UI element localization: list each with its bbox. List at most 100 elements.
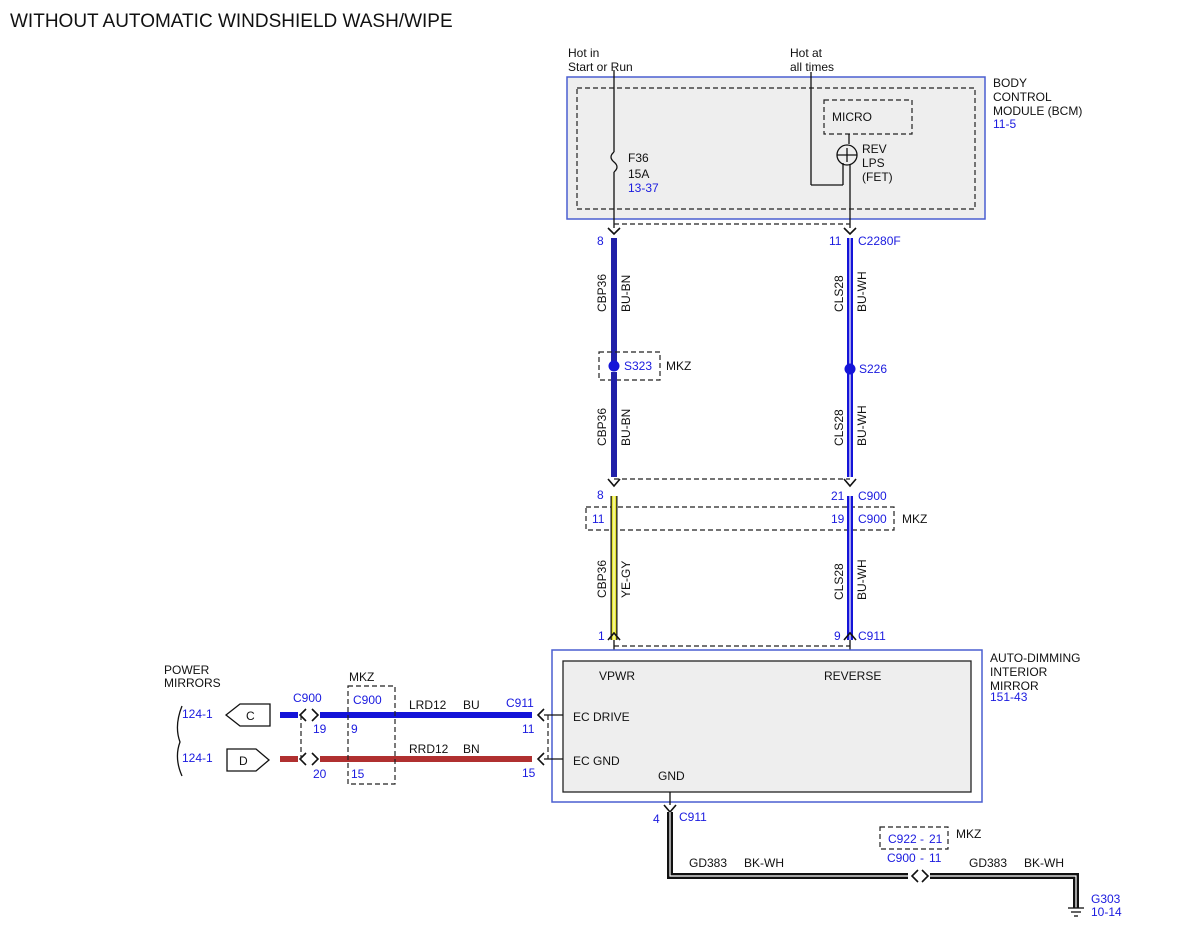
cls28-circuit-3: CLS28 (832, 563, 846, 600)
pm-mkz-pin-top: 9 (351, 722, 358, 736)
left-c911-pin: 1 (598, 629, 605, 643)
hot-always-label-1: Hot at (790, 46, 823, 60)
c900-inline-label: C900 (887, 851, 916, 865)
hot-always-label-2: all times (790, 60, 834, 74)
cbp36-circuit-1: CBP36 (595, 274, 609, 312)
fet-label-2: LPS (862, 156, 885, 170)
right-c900-label: C900 (858, 489, 887, 503)
s323-splice (608, 360, 620, 372)
cls28-color-1: BU-WH (855, 271, 869, 312)
cls28-circuit-1: CLS28 (832, 275, 846, 312)
c900-mkz-box (585, 506, 895, 531)
s323-label: S323 (624, 359, 652, 373)
pm-mkz-label: MKZ (349, 670, 374, 684)
fet-label-3: (FET) (862, 170, 893, 184)
right-c900-mkz-label: C900 (858, 512, 887, 526)
fuse-id: F36 (628, 151, 649, 165)
left-c900-pin: 8 (597, 488, 604, 502)
c922-option: MKZ (956, 827, 981, 841)
pm-c911-label: C911 (506, 696, 534, 710)
gd383-circuit-right: GD383 (969, 856, 1007, 870)
hot-run-label-2: Start or Run (568, 60, 633, 74)
lrd12-circuit: LRD12 (409, 698, 447, 712)
pin-vpwr: VPWR (599, 669, 635, 683)
power-mirrors-label-2: MIRRORS (164, 676, 221, 690)
c900-inline-sep: - (920, 851, 924, 865)
power-mirrors-ref-d: 124-1 (182, 751, 213, 765)
cls28-color-2: BU-WH (855, 405, 869, 446)
power-mirrors-label-1: POWER (164, 663, 210, 677)
fuse-ref: 13-37 (628, 181, 659, 195)
s226-label: S226 (859, 362, 887, 376)
mirror-label-1: AUTO-DIMMING (990, 651, 1080, 665)
pm-mkz-pin-bottom: 15 (351, 767, 365, 781)
bcm-module (566, 76, 986, 220)
c900-mkz-option: MKZ (902, 512, 927, 526)
mirror-label-2: INTERIOR (990, 665, 1048, 679)
right-c911-pin: 9 (834, 629, 841, 643)
pin-ec-drive: EC DRIVE (573, 710, 630, 724)
cls28-color-3: BU-WH (855, 559, 869, 600)
pm-c900-label: C900 (293, 691, 322, 705)
cls28-circuit-2: CLS28 (832, 409, 846, 446)
left-top-pin: 8 (597, 234, 604, 248)
pin-gnd: GND (658, 769, 685, 783)
left-c900-mkz-pin: 11 (592, 512, 605, 526)
bcm-label-3: MODULE (BCM) (993, 104, 1082, 118)
power-mirrors-brace (176, 705, 183, 777)
gd383-color-right: BK-WH (1024, 856, 1064, 870)
rrd12-circuit: RRD12 (409, 742, 449, 756)
diagram-title: WITHOUT AUTOMATIC WINDSHIELD WASH/WIPE (10, 11, 453, 32)
cbp36-color-2: BU-BN (619, 409, 633, 446)
bcm-label-2: CONTROL (993, 90, 1052, 104)
c2280f-label: C2280F (858, 234, 901, 248)
c900-inline-pin: 11 (929, 851, 942, 865)
mirror-label-3: MIRROR (990, 679, 1039, 693)
micro-label: MICRO (832, 110, 872, 124)
pin-reverse: REVERSE (824, 669, 881, 683)
bcm-ref: 11-5 (993, 117, 1016, 131)
mirror-module-inner (562, 660, 972, 793)
fuse-rating: 15A (628, 167, 649, 181)
s323-option-box (598, 351, 661, 381)
micro-box (823, 99, 913, 135)
right-c900-pin: 21 (831, 489, 845, 503)
gd383-wire-right (930, 873, 1079, 908)
connector-d-label: D (239, 754, 248, 768)
gd383-color-left: BK-WH (744, 856, 784, 870)
cbp36-color-1: BU-BN (619, 275, 633, 312)
right-c900-mkz-pin: 19 (831, 512, 845, 526)
cbp36-circuit-3: CBP36 (595, 560, 609, 598)
c922-pin: 21 (929, 832, 943, 846)
power-mirrors-ref-c: 124-1 (182, 707, 213, 721)
left-top-connector-icon (607, 227, 621, 236)
pm-c911-pin-bottom: 15 (522, 766, 536, 780)
bcm-label-1: BODY (993, 76, 1027, 90)
g303-label: G303 (1091, 892, 1121, 906)
pm-c900-pin-bottom: 20 (313, 767, 327, 781)
cbp36-color-3: YE-GY (619, 561, 633, 598)
c922-sep: - (920, 832, 924, 846)
fet-label-1: REV (862, 142, 887, 156)
c922-mkz-box (879, 826, 949, 850)
pm-c911-pin-top: 11 (522, 722, 535, 736)
lrd12-color: BU (463, 698, 480, 712)
rrd12-color: BN (463, 742, 480, 756)
ground-c911-label: C911 (679, 810, 707, 824)
ground-pin: 4 (653, 812, 660, 826)
s226-splice (844, 363, 856, 375)
ground-icon (1068, 907, 1084, 917)
s323-option: MKZ (666, 359, 691, 373)
pm-mkz-c900-label: C900 (353, 693, 382, 707)
mirror-ref: 151-43 (990, 690, 1028, 704)
right-top-connector-icon (843, 227, 857, 236)
pin-ec-gnd: EC GND (573, 754, 620, 768)
pm-c900-pin-top: 19 (313, 722, 327, 736)
gd383-circuit-left: GD383 (689, 856, 727, 870)
cbp36-circuit-2: CBP36 (595, 408, 609, 446)
g303-ref: 10-14 (1091, 905, 1122, 919)
right-c911-label: C911 (858, 629, 886, 643)
connector-c-label: C (246, 709, 255, 723)
c922-label: C922 (888, 832, 917, 846)
